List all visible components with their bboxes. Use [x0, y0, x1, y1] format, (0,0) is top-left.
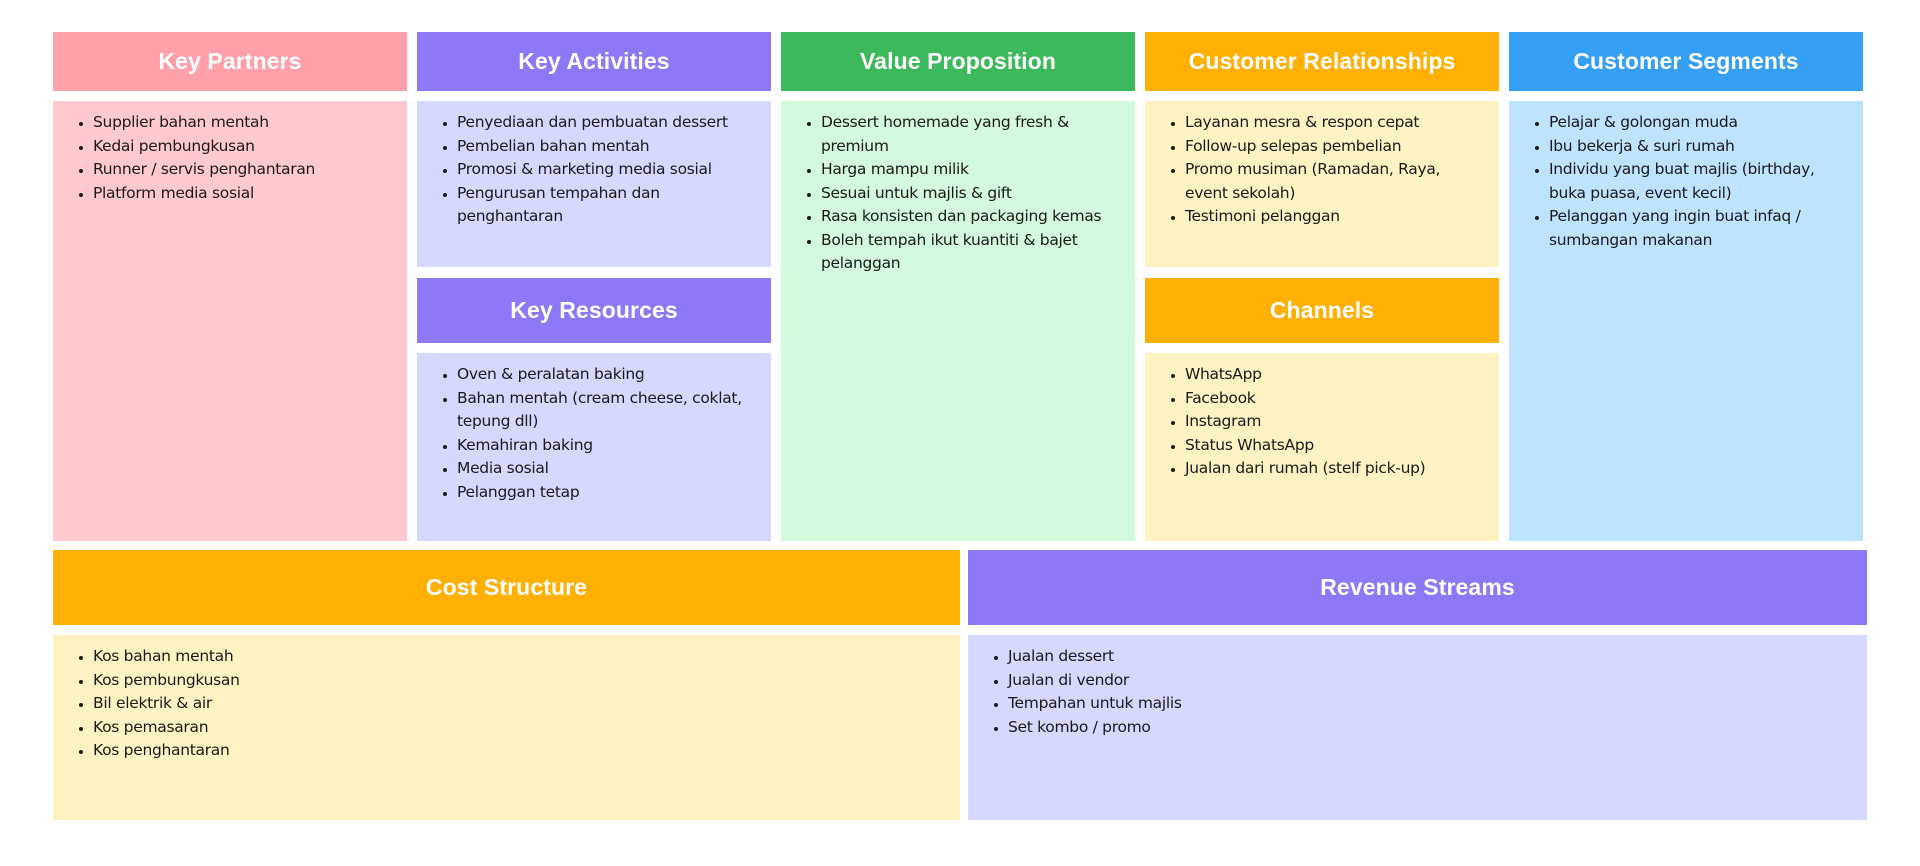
list-item: Ibu bekerja & suri rumah: [1549, 135, 1851, 159]
customer-segments-header: Customer Segments: [1509, 32, 1863, 91]
list-item: Set kombo / promo: [1008, 716, 1855, 740]
revenue-streams-header: Revenue Streams: [968, 550, 1867, 625]
key-activities-title: Key Activities: [518, 48, 670, 74]
key-resources-title: Key Resources: [510, 297, 678, 323]
list-item: Pelajar & golongan muda: [1549, 111, 1851, 135]
channels-title: Channels: [1269, 297, 1375, 323]
key-partners-title: Key Partners: [158, 48, 302, 74]
list-item: Pengurusan tempahan dan penghantaran: [457, 182, 759, 229]
customer-relationships-header: Customer Relationships: [1145, 32, 1499, 91]
value-proposition-header: Value Proposition: [781, 32, 1135, 91]
value-proposition-body: Dessert homemade yang fresh & premiumHar…: [781, 101, 1135, 541]
key-resources-header: Key Resources: [417, 278, 771, 343]
key-activities-header: Key Activities: [417, 32, 771, 91]
list-item: Boleh tempah ikut kuantiti & bajet pelan…: [821, 229, 1123, 276]
customer-relationships-list: Layanan mesra & respon cepatFollow-up se…: [1157, 111, 1487, 229]
list-item: Supplier bahan mentah: [93, 111, 395, 135]
list-item: Promo musiman (Ramadan, Raya, event seko…: [1185, 158, 1487, 205]
list-item: Penyediaan dan pembuatan dessert: [457, 111, 759, 135]
cost-structure-body: Kos bahan mentahKos pembungkusanBil elek…: [53, 635, 960, 820]
list-item: Kos bahan mentah: [93, 645, 948, 669]
list-item: Individu yang buat majlis (birthday, buk…: [1549, 158, 1851, 205]
customer-segments-title: Customer Segments: [1573, 48, 1799, 74]
list-item: Kemahiran baking: [457, 434, 759, 458]
list-item: Jualan dari rumah (stelf pick-up): [1185, 457, 1487, 481]
list-item: Layanan mesra & respon cepat: [1185, 111, 1487, 135]
customer-segments-body: Pelajar & golongan mudaIbu bekerja & sur…: [1509, 101, 1863, 541]
key-partners-body: Supplier bahan mentahKedai pembungkusanR…: [53, 101, 407, 541]
list-item: Testimoni pelanggan: [1185, 205, 1487, 229]
list-item: Bahan mentah (cream cheese, coklat, tepu…: [457, 387, 759, 434]
list-item: Jualan dessert: [1008, 645, 1855, 669]
value-proposition-list: Dessert homemade yang fresh & premiumHar…: [793, 111, 1123, 276]
list-item: Kos pemasaran: [93, 716, 948, 740]
list-item: Sesuai untuk majlis & gift: [821, 182, 1123, 206]
key-partners-header: Key Partners: [53, 32, 407, 91]
list-item: Dessert homemade yang fresh & premium: [821, 111, 1123, 158]
list-item: Oven & peralatan baking: [457, 363, 759, 387]
cost-structure-title: Cost Structure: [425, 574, 588, 600]
list-item: Kos pembungkusan: [93, 669, 948, 693]
list-item: WhatsApp: [1185, 363, 1487, 387]
revenue-streams-list: Jualan dessertJualan di vendorTempahan u…: [980, 645, 1855, 739]
key-resources-list: Oven & peralatan bakingBahan mentah (cre…: [429, 363, 759, 504]
customer-segments-list: Pelajar & golongan mudaIbu bekerja & sur…: [1521, 111, 1851, 252]
cost-structure-list: Kos bahan mentahKos pembungkusanBil elek…: [65, 645, 948, 763]
channels-header: Channels: [1145, 278, 1499, 343]
list-item: Instagram: [1185, 410, 1487, 434]
channels-body: WhatsAppFacebookInstagramStatus WhatsApp…: [1145, 353, 1499, 541]
list-item: Kos penghantaran: [93, 739, 948, 763]
list-item: Pembelian bahan mentah: [457, 135, 759, 159]
list-item: Pelanggan tetap: [457, 481, 759, 505]
list-item: Tempahan untuk majlis: [1008, 692, 1855, 716]
list-item: Status WhatsApp: [1185, 434, 1487, 458]
channels-list: WhatsAppFacebookInstagramStatus WhatsApp…: [1157, 363, 1487, 481]
list-item: Harga mampu milik: [821, 158, 1123, 182]
list-item: Follow-up selepas pembelian: [1185, 135, 1487, 159]
list-item: Promosi & marketing media sosial: [457, 158, 759, 182]
cost-structure-header: Cost Structure: [53, 550, 960, 625]
list-item: Kedai pembungkusan: [93, 135, 395, 159]
list-item: Facebook: [1185, 387, 1487, 411]
customer-relationships-title: Customer Relationships: [1188, 48, 1456, 74]
revenue-streams-title: Revenue Streams: [1320, 574, 1515, 600]
key-resources-body: Oven & peralatan bakingBahan mentah (cre…: [417, 353, 771, 541]
key-activities-list: Penyediaan dan pembuatan dessertPembelia…: [429, 111, 759, 229]
key-partners-list: Supplier bahan mentahKedai pembungkusanR…: [65, 111, 395, 205]
key-activities-body: Penyediaan dan pembuatan dessertPembelia…: [417, 101, 771, 267]
list-item: Media sosial: [457, 457, 759, 481]
list-item: Rasa konsisten dan packaging kemas: [821, 205, 1123, 229]
list-item: Pelanggan yang ingin buat infaq / sumban…: [1549, 205, 1851, 252]
list-item: Bil elektrik & air: [93, 692, 948, 716]
list-item: Jualan di vendor: [1008, 669, 1855, 693]
list-item: Runner / servis penghantaran: [93, 158, 395, 182]
list-item: Platform media sosial: [93, 182, 395, 206]
revenue-streams-body: Jualan dessertJualan di vendorTempahan u…: [968, 635, 1867, 820]
customer-relationships-body: Layanan mesra & respon cepatFollow-up se…: [1145, 101, 1499, 267]
value-proposition-title: Value Proposition: [860, 48, 1056, 74]
